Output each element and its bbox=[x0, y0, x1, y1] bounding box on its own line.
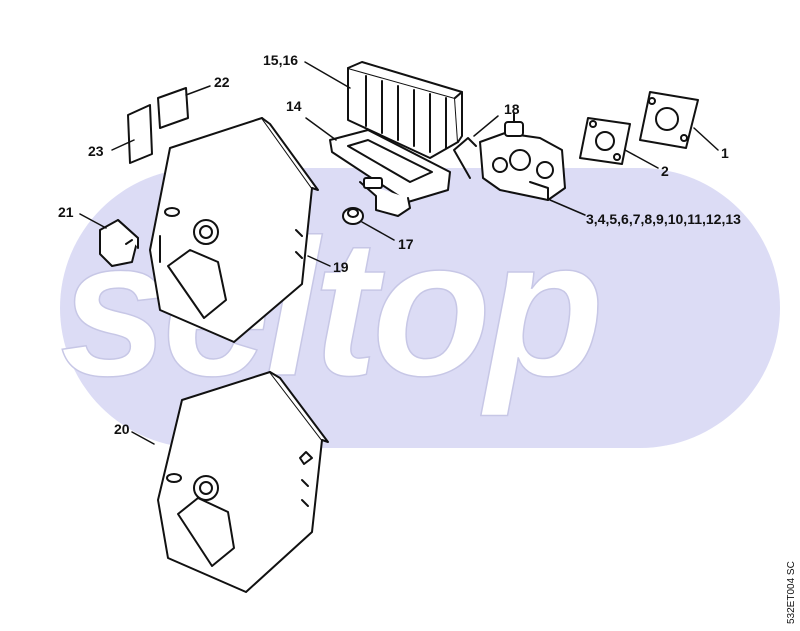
cover-part-20 bbox=[157, 371, 329, 593]
cover-part-19 bbox=[149, 117, 319, 343]
callout-1: 1 bbox=[721, 145, 729, 161]
callout-17: 17 bbox=[398, 236, 414, 252]
callout-15-16: 15,16 bbox=[263, 52, 299, 68]
nut-part-17 bbox=[342, 207, 364, 225]
callout-21: 21 bbox=[58, 204, 74, 220]
cap-part-21 bbox=[99, 219, 139, 267]
gasket-part-2 bbox=[579, 117, 631, 165]
callout-20: 20 bbox=[114, 421, 130, 437]
filter-base-part-14 bbox=[329, 129, 451, 217]
choke-rod-part-18 bbox=[453, 137, 477, 179]
callout-18: 18 bbox=[504, 101, 520, 117]
label-part-23 bbox=[127, 104, 153, 164]
callout-14: 14 bbox=[286, 98, 302, 114]
callout-2: 2 bbox=[661, 163, 669, 179]
callout-22: 22 bbox=[214, 74, 230, 90]
watermark-text: seltop bbox=[60, 199, 598, 417]
carburetor bbox=[479, 112, 566, 201]
callout-23: 23 bbox=[88, 143, 104, 159]
air-filter-part-15-16 bbox=[347, 61, 463, 159]
label-part-22 bbox=[157, 87, 189, 129]
gasket-part-1 bbox=[639, 91, 699, 149]
drawing-code: 532ET004 SC bbox=[786, 561, 797, 624]
callout-19: 19 bbox=[333, 259, 349, 275]
callout-3-13: 3,4,5,6,7,8,9,10,11,12,13 bbox=[586, 211, 741, 227]
